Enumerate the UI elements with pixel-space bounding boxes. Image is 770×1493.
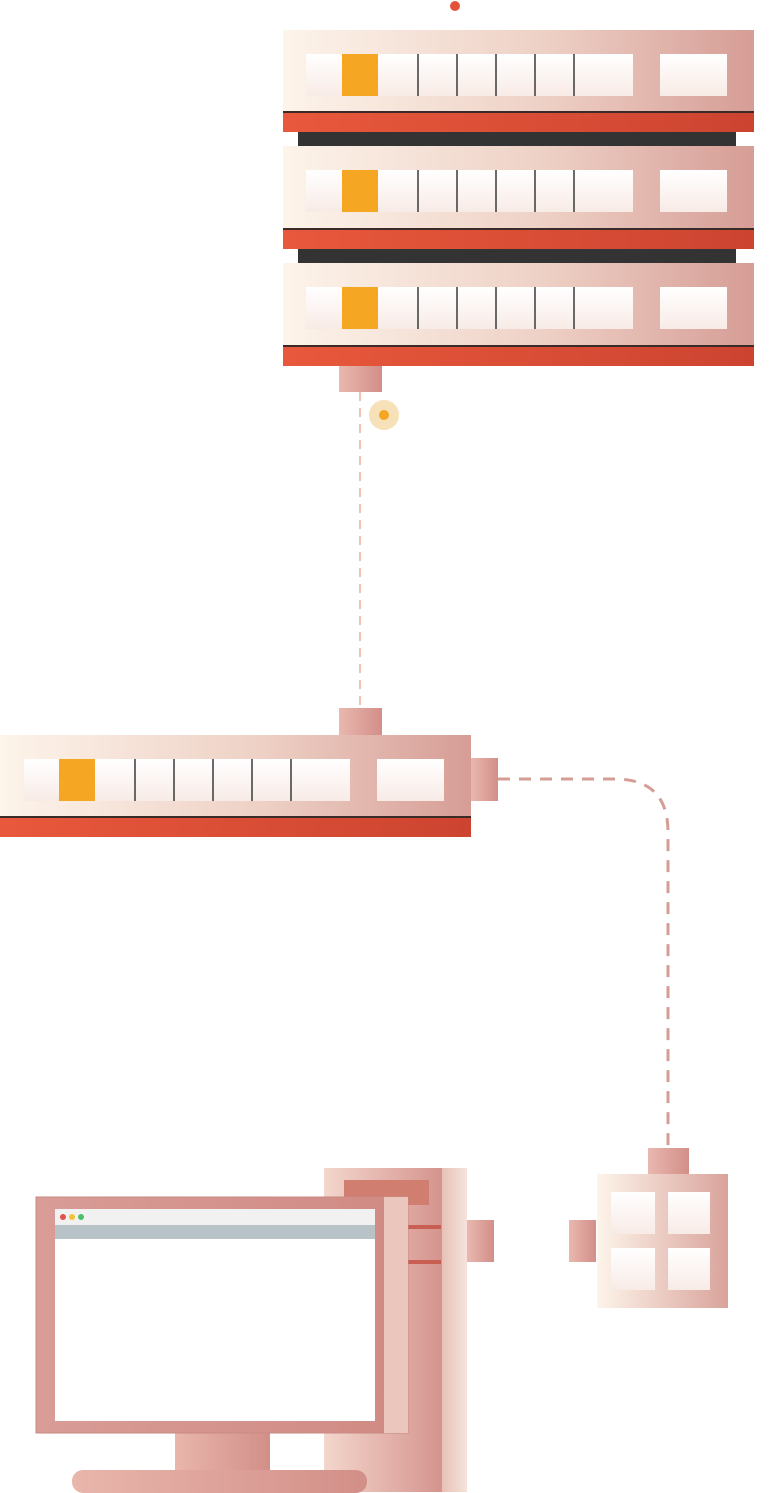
hub-top-connector	[648, 1148, 689, 1174]
signal-indicator	[369, 400, 702, 430]
top-accent-line	[450, 1, 770, 11]
switch-side-connector	[471, 758, 498, 801]
maximize-dot-icon	[78, 1214, 84, 1220]
server-unit-3	[283, 263, 754, 366]
rack-separator	[298, 249, 736, 263]
window-toolbar	[55, 1225, 375, 1239]
switch-top-connector	[339, 708, 382, 735]
status-led	[342, 170, 378, 212]
rack-connector	[339, 366, 382, 392]
minimize-dot-icon	[69, 1214, 75, 1220]
status-led	[342, 54, 378, 96]
rack-separator	[298, 132, 736, 146]
window-titlebar	[55, 1209, 375, 1225]
status-led	[342, 287, 378, 329]
monitor-base	[72, 1470, 367, 1493]
desktop-computer-icon	[35, 1168, 494, 1493]
hub-side-connector	[569, 1220, 596, 1262]
server-unit-2	[283, 146, 754, 249]
cable-switch-to-hub	[498, 777, 670, 1148]
screen	[55, 1209, 375, 1421]
close-dot-icon	[60, 1214, 66, 1220]
monitor	[35, 1196, 409, 1434]
hub-box-icon	[569, 1148, 728, 1308]
server-unit-1	[283, 30, 754, 132]
network-switch-icon	[0, 708, 498, 837]
tower-connector	[467, 1220, 494, 1262]
server-rack-icon	[283, 30, 754, 392]
monitor-neck	[175, 1431, 270, 1476]
status-led	[59, 759, 95, 801]
